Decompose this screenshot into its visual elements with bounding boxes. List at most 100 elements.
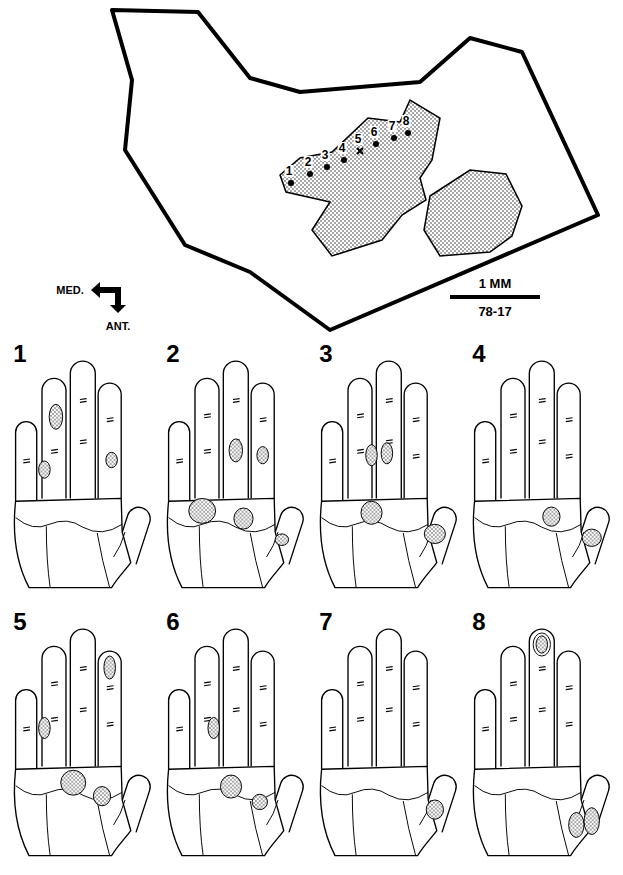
finger-outline [348, 378, 372, 498]
crease-mark [51, 717, 58, 721]
hand-figure [167, 629, 306, 856]
crease-mark [539, 667, 546, 671]
finger-outline [16, 422, 37, 502]
crease-mark [107, 686, 114, 690]
crease-mark [80, 667, 87, 671]
stippled-region [280, 100, 440, 256]
finger-outline [42, 378, 66, 498]
site-number: 7 [388, 120, 397, 132]
site-number: 6 [370, 126, 379, 138]
receptive-field [104, 656, 116, 679]
crease-mark [176, 727, 183, 731]
recording-site [405, 130, 411, 136]
finger-outline [16, 690, 37, 770]
crease-mark [80, 440, 87, 444]
crease-mark [566, 418, 573, 422]
crease-mark [80, 708, 87, 712]
panel-number: 1 [13, 342, 26, 366]
orientation-arrow [91, 282, 126, 313]
finger-outline [98, 651, 121, 766]
hand-figure [14, 361, 153, 588]
recording-site [324, 164, 330, 170]
figure-id: 78-17 [478, 305, 511, 318]
crease-mark [566, 454, 573, 458]
finger-outline [348, 646, 372, 766]
receptive-field-border [533, 633, 550, 656]
finger-outline [529, 629, 554, 766]
receptive-field [49, 404, 62, 429]
palm-outline [473, 498, 589, 587]
direction-label: MED. [56, 285, 84, 296]
crease-mark [482, 727, 489, 731]
crease-mark [413, 418, 420, 422]
crease-mark [260, 418, 267, 422]
hand-figure [320, 629, 459, 856]
crease-mark [386, 708, 393, 712]
finger-outline [169, 690, 190, 770]
cortex-outline [112, 10, 598, 330]
crease-mark [510, 414, 517, 418]
recording-site [288, 180, 294, 186]
crease-mark [386, 667, 393, 671]
site-number: 2 [304, 156, 313, 168]
palm-outline [167, 498, 283, 587]
panel-number: 6 [166, 610, 179, 634]
receptive-field [61, 770, 86, 795]
finger-outline [557, 383, 580, 498]
finger-outline [98, 383, 121, 498]
recording-site-mark [357, 148, 363, 154]
receptive-field [569, 812, 584, 837]
crease-mark [51, 449, 58, 453]
panel-number: 7 [319, 610, 332, 634]
palm-outline [320, 766, 436, 855]
receptive-field [189, 498, 216, 523]
panel-number: 3 [319, 342, 332, 366]
finger-outline [557, 651, 580, 766]
crease-mark [107, 418, 114, 422]
palm-outline [473, 766, 589, 855]
crease-mark [329, 459, 336, 463]
crease-mark [482, 459, 489, 463]
pad-lines [475, 518, 584, 588]
receptive-field [220, 775, 241, 798]
finger-outline [501, 378, 525, 498]
crease-mark [413, 686, 420, 690]
crease-mark [233, 708, 240, 712]
site-number: 8 [402, 115, 411, 127]
finger-outline [223, 361, 248, 498]
finger-outline [70, 629, 95, 766]
crease-mark [386, 399, 393, 403]
crease-mark [413, 454, 420, 458]
receptive-field [93, 787, 110, 806]
receptive-field [424, 524, 445, 543]
crease-mark [413, 722, 420, 726]
receptive-field [257, 447, 269, 464]
finger-outline [42, 646, 66, 766]
receptive-field [584, 808, 599, 835]
palm-outline [14, 498, 130, 587]
crease-mark [204, 449, 211, 453]
crease-mark [23, 459, 30, 463]
stippled-region [424, 170, 522, 256]
hand-figure [473, 361, 612, 588]
recording-site [341, 157, 347, 163]
finger-outline [322, 690, 343, 770]
receptive-field [208, 717, 220, 738]
finger-outline [223, 629, 248, 766]
panel-number: 8 [472, 610, 485, 634]
pad-lines [322, 786, 431, 856]
scale-bar [450, 295, 540, 299]
hand-figure [473, 629, 612, 856]
receptive-field [39, 717, 51, 738]
site-number: 3 [321, 149, 330, 161]
crease-mark [539, 440, 546, 444]
crease-mark [51, 682, 58, 686]
finger-outline [501, 646, 525, 766]
crease-mark [357, 449, 364, 453]
direction-label: ANT. [106, 321, 130, 332]
crease-mark [510, 682, 517, 686]
crease-mark [357, 414, 364, 418]
hand-figure [14, 629, 153, 856]
receptive-field [536, 636, 548, 653]
receptive-field [234, 508, 253, 529]
